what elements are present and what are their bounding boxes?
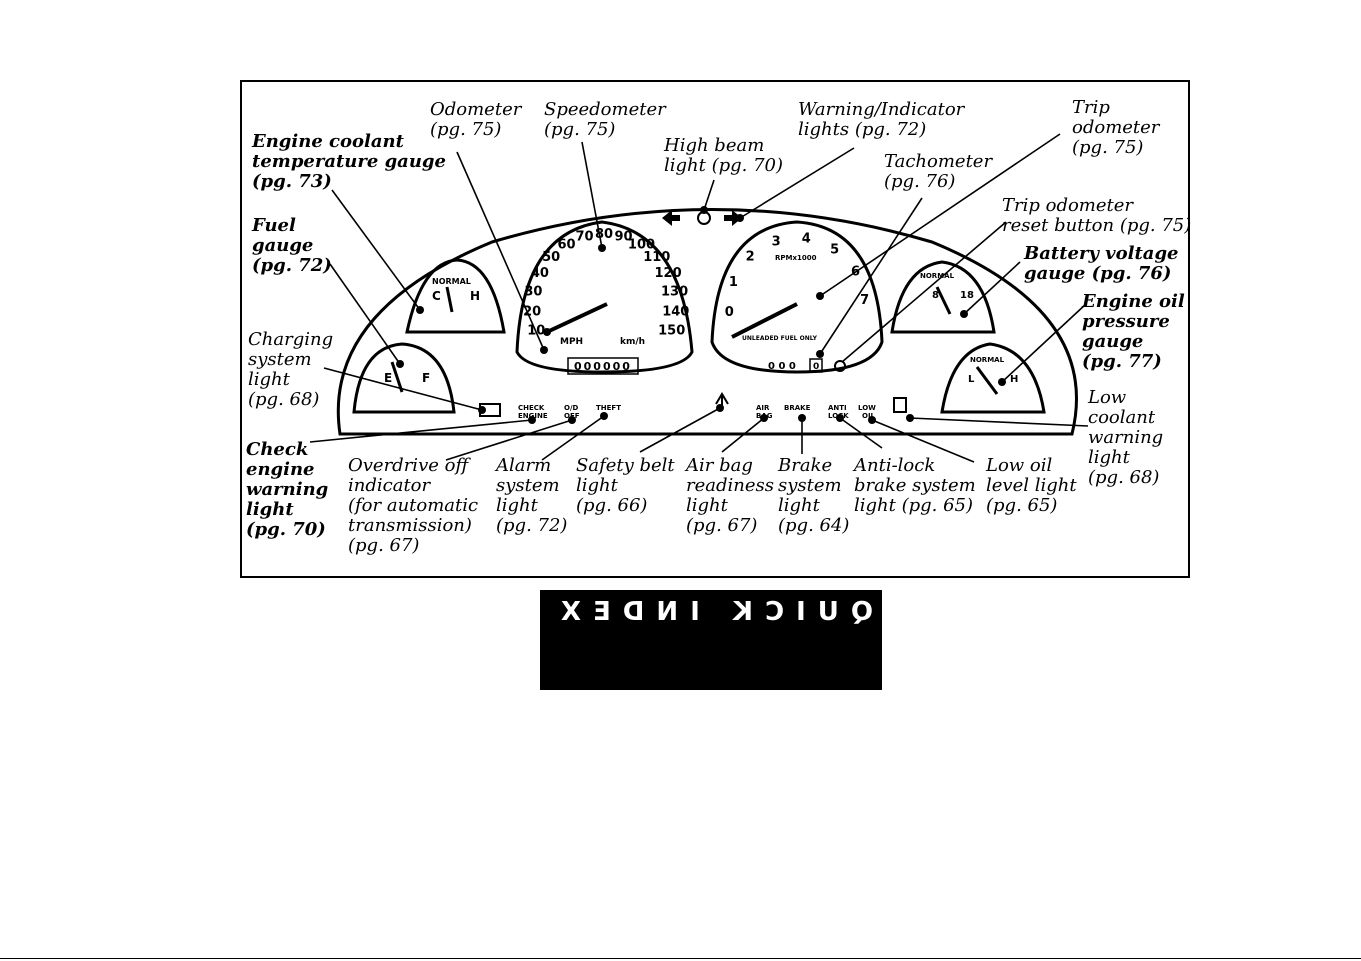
label-brake: Brake system light (pg. 64) bbox=[778, 455, 850, 536]
tach-num-7: 7 bbox=[860, 293, 869, 308]
lamp-low: LOW bbox=[858, 404, 876, 412]
speedo-num-70: 70 bbox=[575, 230, 593, 245]
label-low-coolant: Low coolant warning light (pg. 68) bbox=[1088, 387, 1164, 488]
lamp-off: OFF bbox=[564, 412, 580, 420]
tach-num-2: 2 bbox=[746, 250, 755, 265]
tach-needle bbox=[731, 302, 798, 339]
odometer-window bbox=[567, 357, 639, 375]
speedo-mph-label: MPH bbox=[560, 337, 583, 347]
fuel-gauge bbox=[352, 342, 456, 414]
quick-index-text: QUICK INDEX bbox=[549, 597, 873, 627]
tach-num-1: 1 bbox=[729, 275, 738, 290]
trip-digits: 0 0 0 bbox=[768, 361, 796, 372]
label-safety-belt: Safety belt light (pg. 66) bbox=[576, 455, 675, 516]
speedometer-gauge bbox=[515, 220, 694, 374]
oil-gauge bbox=[940, 342, 1046, 414]
cluster-outline bbox=[336, 208, 1078, 436]
temp-h-text: H bbox=[470, 289, 480, 303]
leader-lines bbox=[309, 133, 1089, 463]
lamp-air: AIR bbox=[756, 404, 770, 412]
odometer-digits: 000000 bbox=[574, 360, 632, 373]
fuel-f-text: F bbox=[422, 371, 430, 385]
speedo-num-150: 150 bbox=[658, 324, 685, 339]
label-odometer: Odometer (pg. 75) bbox=[430, 99, 522, 140]
speedo-num-120: 120 bbox=[655, 266, 682, 281]
label-trip-reset: Trip odometer reset button (pg. 75) bbox=[1002, 195, 1192, 236]
page-bottom-rule bbox=[0, 958, 1361, 959]
right-turn-arrow-icon bbox=[724, 210, 742, 226]
label-warning-indicator: Warning/Indicator lights (pg. 72) bbox=[798, 99, 965, 140]
left-turn-arrow-icon bbox=[662, 210, 680, 226]
lamp-oil: OIL bbox=[862, 412, 876, 420]
volt-normal-text: NORMAL bbox=[920, 272, 955, 280]
speedo-num-40: 40 bbox=[531, 266, 549, 281]
volt-high-text: 18 bbox=[960, 290, 974, 301]
label-overdrive: Overdrive off indicator (for automatic t… bbox=[348, 455, 479, 556]
label-alarm: Alarm system light (pg. 72) bbox=[496, 455, 568, 536]
label-air-bag: Air bag readiness light (pg. 67) bbox=[686, 455, 774, 536]
lamp-anti: ANTI bbox=[828, 404, 847, 412]
speedo-num-60: 60 bbox=[557, 238, 575, 253]
label-speedometer: Speedometer (pg. 75) bbox=[544, 99, 666, 140]
quick-index-tab[interactable]: QUICK INDEX bbox=[540, 590, 882, 690]
speedo-num-90: 90 bbox=[614, 230, 632, 245]
speedo-kmh-label: km/h bbox=[620, 337, 645, 347]
tach-num-0: 0 bbox=[725, 305, 734, 320]
volt-low-text: 8 bbox=[932, 290, 939, 301]
temp-normal-text: NORMAL bbox=[432, 277, 471, 286]
speedo-num-110: 110 bbox=[643, 250, 670, 265]
speedo-num-50: 50 bbox=[542, 250, 560, 265]
tach-num-4: 4 bbox=[802, 232, 811, 247]
lamp-theft: THEFT bbox=[596, 404, 621, 412]
speedo-num-30: 30 bbox=[524, 285, 542, 300]
tach-num-3: 3 bbox=[772, 234, 781, 249]
label-battery-voltage: Battery voltage gauge (pg. 76) bbox=[1024, 243, 1179, 284]
trip-reset-button bbox=[834, 360, 846, 372]
temp-c-text: C bbox=[432, 289, 441, 303]
label-charging: Charging system light (pg. 68) bbox=[248, 329, 334, 410]
trip-last-box bbox=[809, 358, 823, 373]
speedo-num-140: 140 bbox=[662, 304, 689, 319]
label-fuel-gauge: Fuel gauge (pg. 72) bbox=[252, 215, 332, 276]
low-coolant-icon bbox=[893, 397, 907, 413]
lamp-engine: ENGINE bbox=[518, 412, 548, 420]
fuel-e-text: E bbox=[384, 371, 392, 385]
temp-gauge bbox=[405, 258, 506, 334]
battery-gauge bbox=[890, 260, 996, 334]
speedo-needle bbox=[546, 302, 608, 334]
oil-l-text: L bbox=[968, 374, 975, 385]
label-high-beam: High beam light (pg. 70) bbox=[664, 135, 784, 176]
label-anti-lock: Anti-lock brake system light (pg. 65) bbox=[854, 455, 976, 516]
lamp-od: O/D bbox=[564, 404, 579, 412]
trip-last-digit: 0 bbox=[813, 362, 819, 372]
label-tachometer: Tachometer (pg. 76) bbox=[884, 151, 993, 192]
label-low-oil: Low oil level light (pg. 65) bbox=[986, 455, 1077, 516]
tachometer-gauge bbox=[710, 220, 884, 374]
lamp-check: CHECK bbox=[518, 404, 545, 412]
tach-fuel-text: UNLEADED FUEL ONLY bbox=[742, 335, 818, 342]
tach-unit: RPMx1000 bbox=[775, 254, 817, 262]
label-engine-oil: Engine oil pressure gauge (pg. 77) bbox=[1082, 291, 1185, 372]
oil-normal-text: NORMAL bbox=[970, 356, 1005, 364]
speedo-num-20: 20 bbox=[523, 304, 541, 319]
speedo-num-130: 130 bbox=[661, 285, 688, 300]
label-trip-odometer: Trip odometer (pg. 75) bbox=[1072, 97, 1160, 158]
speedo-num-100: 100 bbox=[628, 238, 655, 253]
lamp-brake: BRAKE bbox=[784, 404, 811, 412]
leader-dots bbox=[396, 206, 1006, 424]
oil-h-text: H bbox=[1010, 374, 1018, 385]
tach-num-5: 5 bbox=[830, 242, 839, 257]
label-check-engine: Check engine warning light (pg. 70) bbox=[246, 439, 329, 540]
label-engine-coolant: Engine coolant temperature gauge (pg. 73… bbox=[252, 131, 446, 192]
